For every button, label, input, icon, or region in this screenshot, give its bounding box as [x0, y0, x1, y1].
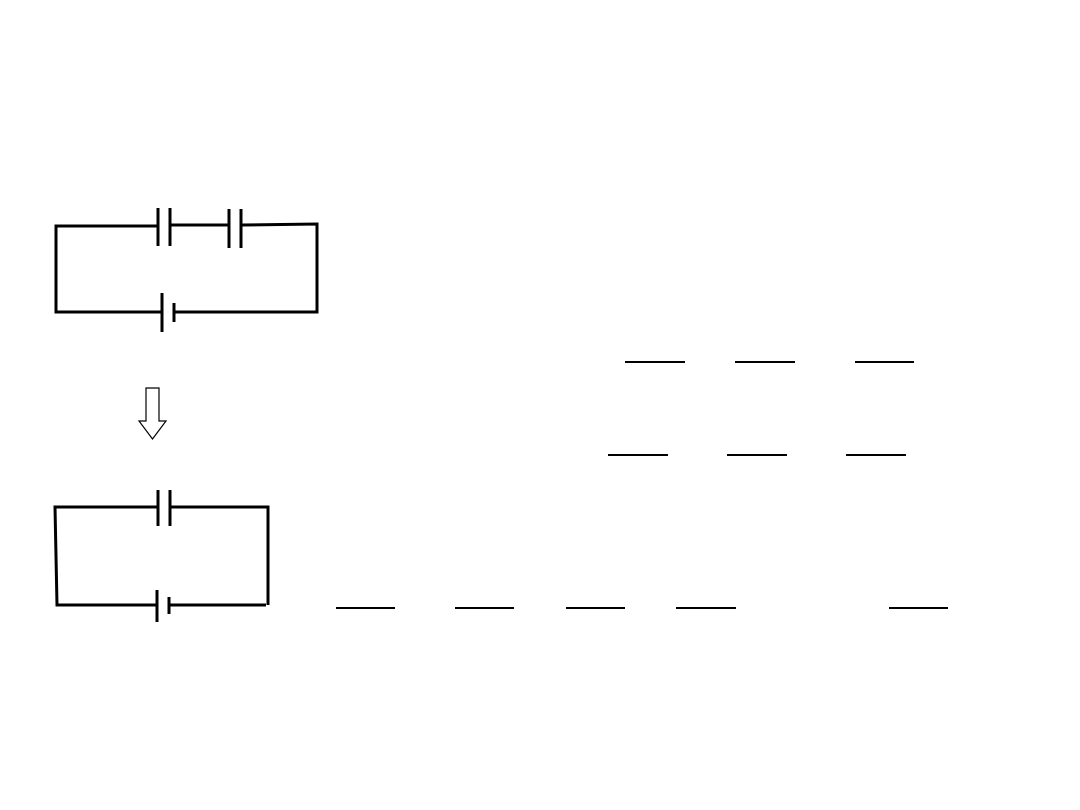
down-arrow-icon	[137, 387, 168, 440]
capacitor-1-icon	[156, 208, 172, 246]
capacitor-2-icon	[227, 209, 243, 248]
series-circuit	[54, 208, 319, 332]
capacitor-3-icon	[156, 490, 172, 526]
equivalent-circuit-wire	[53, 505, 270, 607]
battery-2-icon	[155, 590, 171, 622]
series-circuit-wire	[54, 222, 319, 314]
blanks	[336, 361, 948, 609]
equivalent-circuit	[53, 490, 270, 622]
battery-1-icon	[160, 293, 176, 332]
